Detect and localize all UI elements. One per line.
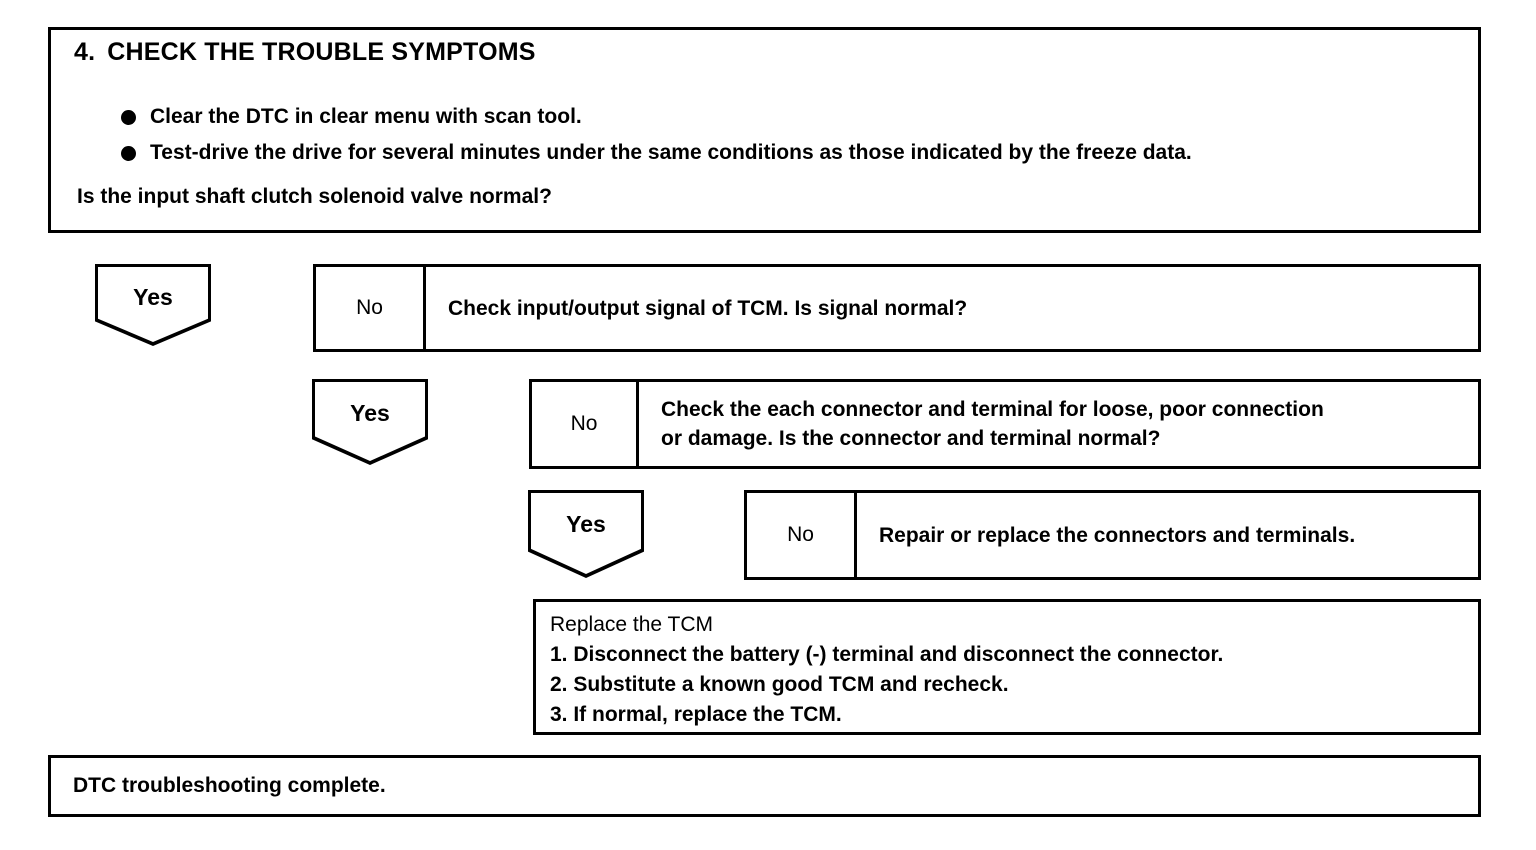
no-label: No — [570, 412, 598, 435]
statement-line: Repair or replace the connectors and ter… — [879, 523, 1356, 547]
final-result-box: DTC troubleshooting complete. — [48, 755, 1481, 817]
yes-arrow-3: Yes — [528, 490, 644, 578]
final-text: DTC troubleshooting complete. — [73, 774, 386, 797]
replace-step: 2. Substitute a known good TCM and reche… — [550, 673, 1009, 696]
statement-cell-2: Check the each connector and terminal fo… — [636, 379, 1481, 469]
yes-arrow-1: Yes — [95, 264, 211, 346]
statement-line: Check the each connector and terminal fo… — [661, 398, 1324, 421]
no-cell-1: No — [313, 264, 426, 352]
no-cell-2: No — [529, 379, 639, 469]
statement-text-block: Repair or replace the connectors and ter… — [879, 521, 1355, 550]
step-bullet-list: Clear the DTC in clear menu with scan to… — [121, 102, 1451, 174]
list-item: Clear the DTC in clear menu with scan to… — [121, 102, 1451, 132]
statement-text-block: Check the each connector and terminal fo… — [661, 395, 1324, 453]
step-header-box: 4. CHECK THE TROUBLE SYMPTOMS Clear the D… — [48, 27, 1481, 233]
statement-line: Check input/output signal of TCM. Is sig… — [448, 296, 968, 320]
bullet-text: Clear the DTC in clear menu with scan to… — [150, 105, 582, 128]
bullet-dot-icon — [121, 146, 136, 161]
yes-arrow-2: Yes — [312, 379, 428, 465]
step-title-text: CHECK THE TROUBLE SYMPTOMS — [107, 38, 536, 66]
statement-text-block: Check input/output signal of TCM. Is sig… — [448, 294, 967, 323]
no-label: No — [787, 523, 814, 546]
page-title: 4. CHECK THE TROUBLE SYMPTOMS — [74, 38, 536, 67]
statement-line: or damage. Is the connector and terminal… — [661, 427, 1161, 450]
bullet-text: Test-drive the drive for several minutes… — [150, 141, 1192, 164]
bullet-dot-icon — [121, 110, 136, 125]
yes-label: Yes — [350, 399, 390, 426]
step-question: Is the input shaft clutch solenoid valve… — [77, 185, 552, 208]
yes-label: Yes — [133, 283, 173, 310]
replace-step: 3. If normal, replace the TCM. — [550, 703, 842, 726]
no-label: No — [356, 296, 383, 319]
statement-cell-3: Repair or replace the connectors and ter… — [854, 490, 1481, 580]
no-cell-3: No — [744, 490, 857, 580]
replace-step: 1. Disconnect the battery (-) terminal a… — [550, 643, 1224, 666]
step-number: 4. — [74, 38, 96, 66]
list-item: Test-drive the drive for several minutes… — [121, 138, 1451, 168]
yes-label: Yes — [566, 511, 606, 538]
replace-tcm-box: Replace the TCM 1. Disconnect the batter… — [533, 599, 1481, 735]
statement-cell-1: Check input/output signal of TCM. Is sig… — [423, 264, 1481, 352]
replace-heading: Replace the TCM — [550, 613, 714, 636]
